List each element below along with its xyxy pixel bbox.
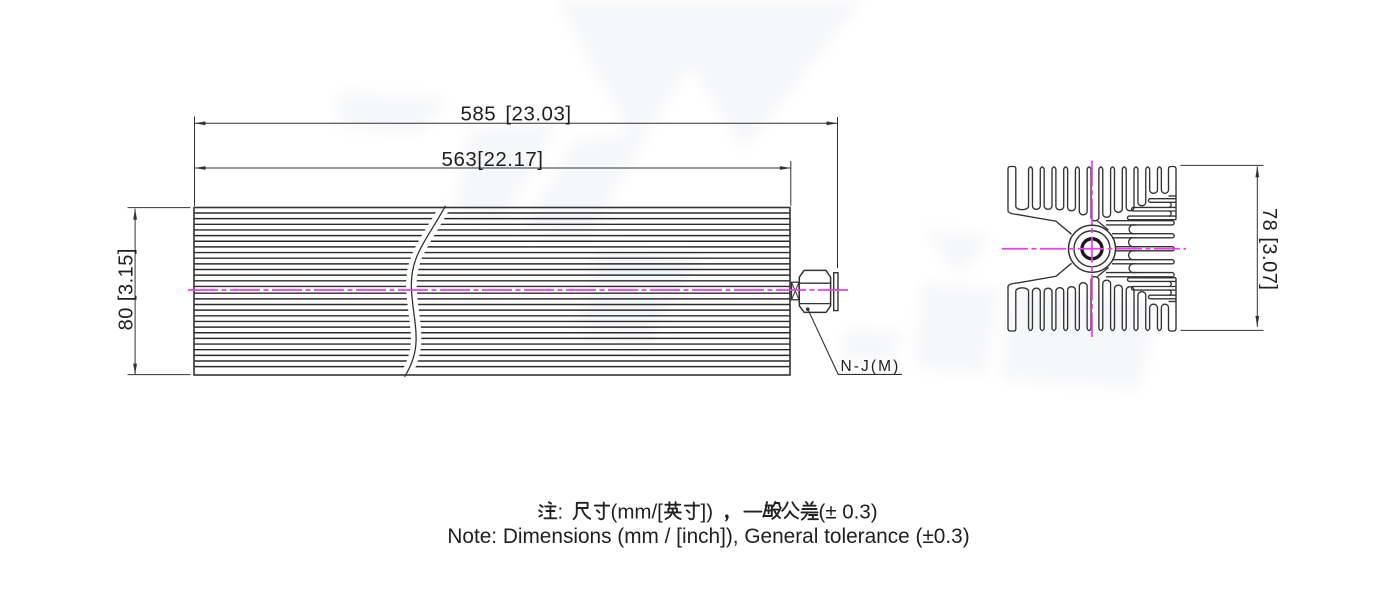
svg-text:N-J(M): N-J(M) xyxy=(841,358,901,375)
svg-text:(± 0.3): (± 0.3) xyxy=(819,501,878,524)
svg-text:]): ]) xyxy=(701,501,714,524)
svg-text:80 [3.15]: 80 [3.15] xyxy=(115,248,137,330)
svg-text:(mm/[: (mm/[ xyxy=(611,501,664,524)
svg-text:585 [23.03]: 585 [23.03] xyxy=(460,103,571,126)
svg-text:563[22.17]: 563[22.17] xyxy=(442,148,544,171)
svg-text:Note: Dimensions (mm / [inch]): Note: Dimensions (mm / [inch]), General … xyxy=(447,525,969,548)
svg-text:78 [3.07]: 78 [3.07] xyxy=(1258,208,1280,290)
svg-text::: : xyxy=(558,501,564,524)
